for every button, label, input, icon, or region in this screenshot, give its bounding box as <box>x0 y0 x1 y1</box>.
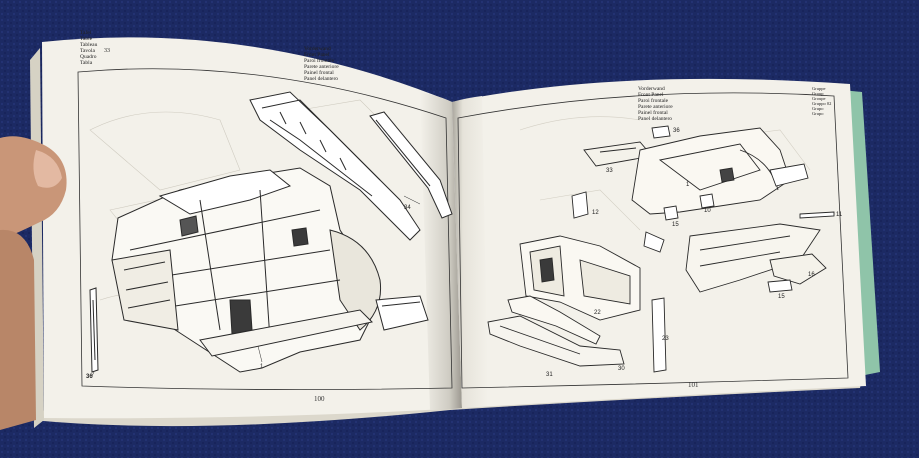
left-section-title-1: Front Panel <box>304 52 330 58</box>
fig-label-15-a: 15 <box>672 222 679 228</box>
fig-label-12: 12 <box>592 210 599 216</box>
left-section-title-2: Paroi frontale <box>304 58 335 64</box>
right-page-frame <box>457 92 849 389</box>
fig-label-36-left: 36 <box>86 374 93 380</box>
left-section-title-0: Vorderwand <box>304 46 331 52</box>
front-body-assembly-drawing <box>111 167 429 373</box>
group-label-4: Grupo <box>812 106 824 111</box>
fig-label-33: 33 <box>606 168 613 174</box>
fig-label-1-left: 1 <box>260 364 264 370</box>
right-group-labels: Gruppe Group Groupe Gruppo 02 Grupo Grup… <box>812 86 831 116</box>
group-label-2: Groupe <box>812 96 826 101</box>
group-label-1: Group <box>812 91 824 96</box>
right-page-parts-drawing <box>487 125 835 373</box>
right-section-title-5: Panel delantero <box>638 116 673 122</box>
right-page-number: 101 <box>688 381 699 389</box>
left-section-titles: Vorderwand Front Panel Paroi frontale Pa… <box>304 46 339 82</box>
leader-lines-left <box>91 195 421 377</box>
left-table-headings: Tafel Table Tableau Tavola Quadro Tabla <box>80 30 97 66</box>
hand-palm <box>0 229 36 430</box>
fig-label-1-right: 1 <box>686 182 690 188</box>
table-heading-4: Quadro <box>80 54 97 60</box>
fig-label-36-right: 36 <box>673 128 680 134</box>
right-section-title-3: Parete anteriore <box>638 104 673 110</box>
post-36-drawing <box>89 287 99 373</box>
fig-label-15-b: 15 <box>778 294 785 300</box>
right-section-title-2: Paroi frontale <box>638 98 669 104</box>
group-label-0: Gruppe <box>812 86 826 91</box>
left-section-title-3: Parete anteriore <box>304 64 339 70</box>
left-page-frame <box>77 68 453 390</box>
right-section-title-0: Vorderwand <box>638 86 665 92</box>
left-section-title-4: Painel frontal <box>304 70 334 76</box>
fig-label-30: 30 <box>618 366 625 372</box>
cowl-panel-drawing <box>249 91 421 241</box>
right-section-title-1: Front Panel <box>638 92 664 98</box>
fig-label-34: 34 <box>404 205 411 211</box>
group-label-3: Gruppo 02 <box>812 101 832 106</box>
table-heading-5: Tabla <box>80 60 93 66</box>
thumbnail <box>33 150 62 188</box>
group-label-5: Grupo <box>812 111 824 116</box>
strip-34-drawing <box>369 111 453 219</box>
fig-label-11: 11 <box>836 212 843 218</box>
table-number: 33 <box>104 48 110 54</box>
fig-label-16: 16 <box>808 272 815 278</box>
right-section-title-4: Painel frontal <box>638 110 668 116</box>
table-heading-0: Tafel <box>80 30 92 36</box>
fig-label-22: 22 <box>594 310 601 316</box>
left-page-number: 100 <box>314 395 325 403</box>
fig-label-23: 23 <box>662 336 669 342</box>
right-section-titles: Vorderwand Front Panel Paroi frontale Pa… <box>638 86 673 122</box>
table-heading-2: Tableau <box>80 42 98 48</box>
left-section-title-5: Panel delantero <box>304 76 339 82</box>
table-heading-1: Table <box>80 36 93 42</box>
fig-label-10: 10 <box>704 208 711 214</box>
table-heading-3: Tavola <box>80 48 95 54</box>
fig-label-31: 31 <box>546 372 553 378</box>
